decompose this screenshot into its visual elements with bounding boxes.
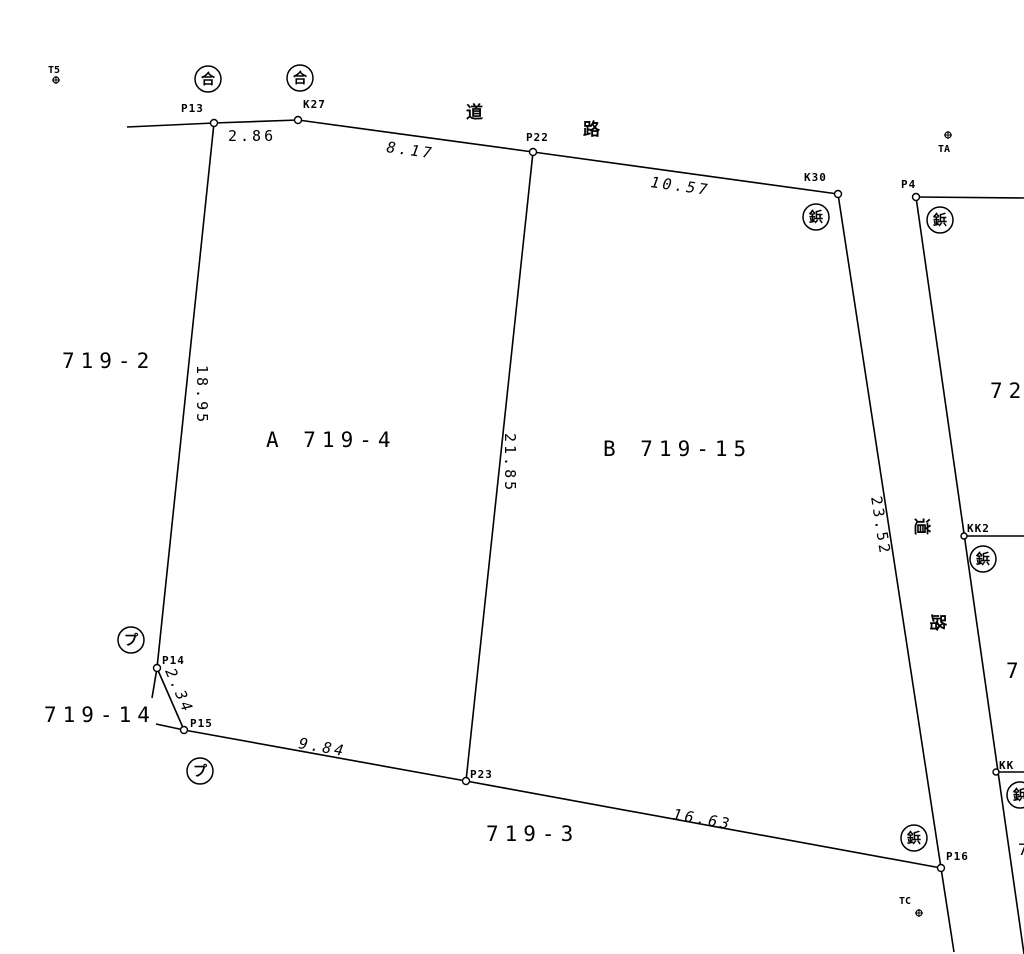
svg-text:鋲: 鋲 — [1013, 787, 1024, 804]
lot-a-label: A 719-4 — [266, 428, 397, 452]
label-p15: P15 — [190, 717, 213, 730]
benchmark-ta-label: TA — [938, 144, 950, 155]
boundary-p13-p14 — [156, 122, 215, 669]
label-kk: KK — [999, 759, 1014, 772]
dimension-p23-p16: 16.63 — [671, 805, 733, 833]
svg-text:合: 合 — [201, 71, 216, 88]
pu-marker-icon: プ — [117, 626, 145, 654]
road-label-top-1: 道 — [466, 102, 483, 123]
point-p14 — [152, 663, 162, 673]
point-p16 — [936, 863, 946, 873]
svg-text:合: 合 — [293, 70, 308, 87]
road-label-top-2: 路 — [583, 119, 601, 140]
go-marker-icon: 合 — [286, 64, 314, 92]
point-p4 — [911, 192, 921, 202]
point-kk — [992, 768, 1000, 776]
survey-points — [152, 115, 1000, 873]
point-kk2 — [960, 532, 968, 540]
boundary-p23-p16 — [465, 780, 942, 869]
boundary-p14-p15 — [156, 667, 185, 731]
boundary-p22-p23 — [465, 151, 534, 782]
kou-marker-icon: 鋲 — [969, 545, 997, 573]
dimension-k30-p16: 23.52 — [867, 495, 894, 557]
svg-text:鋲: 鋲 — [809, 209, 823, 226]
lot-labels: A 719-4 B 719-15 719-2 719-14 719-3 72 7… — [44, 349, 1024, 859]
dimension-p13-p14: 18.95 — [193, 365, 211, 425]
road-edge-east — [915, 196, 1024, 954]
road-label-east-2: 路 — [927, 614, 948, 632]
boundary-p14-tick — [151, 667, 158, 699]
boundary-p13-k27 — [213, 119, 299, 124]
label-k27: K27 — [303, 98, 326, 111]
road-edge-south — [940, 867, 955, 953]
dimension-p15-p23: 9.84 — [297, 734, 348, 760]
svg-text:プ: プ — [193, 764, 208, 780]
boundary-markers: 合 合 鋲 鋲 鋲 鋲 鋲 プ — [117, 64, 1024, 852]
label-p16: P16 — [946, 850, 969, 863]
svg-text:鋲: 鋲 — [976, 551, 990, 568]
lot-right-mid-label: 7 — [1006, 659, 1024, 683]
dimensions: 2.86 8.17 10.57 18.95 21.85 23.52 2.34 9… — [161, 127, 894, 833]
lot-719-2-label: 719-2 — [62, 349, 155, 373]
boundary-k27-p22 — [297, 119, 534, 153]
road-label-east-1: 道 — [911, 518, 932, 535]
dimension-p22-p23: 21.85 — [501, 433, 519, 493]
benchmark-t5-icon — [52, 76, 60, 84]
point-labels: P13 K27 P22 K30 P4 KK2 KK P14 P15 P23 P1… — [162, 98, 1014, 863]
go-marker-icon: 合 — [194, 65, 222, 93]
dimension-p13-k27: 2.86 — [228, 127, 276, 145]
kou-marker-icon: 鋲 — [900, 824, 928, 852]
kou-marker-icon: 鋲 — [1006, 781, 1024, 809]
label-p14: P14 — [162, 654, 185, 667]
boundary-p4-east — [915, 196, 1024, 199]
lot-719-3-label: 719-3 — [486, 822, 579, 846]
lot-right-top-label: 72 — [990, 379, 1024, 403]
benchmark-tc-label: TC — [899, 896, 911, 907]
kou-marker-icon: 鋲 — [802, 203, 830, 231]
point-p13 — [209, 118, 219, 128]
point-p23 — [461, 776, 471, 786]
benchmark-ta-icon — [944, 131, 952, 139]
svg-text:鋲: 鋲 — [907, 830, 921, 847]
kou-marker-icon: 鋲 — [926, 206, 954, 234]
dimension-k27-p22: 8.17 — [385, 138, 435, 162]
benchmark-tc-icon — [915, 909, 923, 917]
label-p22: P22 — [526, 131, 549, 144]
point-p22 — [528, 147, 538, 157]
label-kk2: KK2 — [967, 522, 990, 535]
svg-text:鋲: 鋲 — [933, 212, 947, 229]
lot-right-bottom-label: 7 — [1018, 840, 1024, 859]
road-line-west — [126, 122, 215, 128]
label-p4: P4 — [901, 178, 916, 191]
point-p15 — [179, 725, 189, 735]
benchmarks: T5 TA TC — [48, 65, 952, 917]
boundary-p15-p23 — [183, 729, 467, 782]
label-p13: P13 — [181, 102, 204, 115]
boundary-p22-k30 — [532, 151, 839, 195]
label-k30: K30 — [804, 171, 827, 184]
pu-marker-icon: プ — [186, 757, 214, 785]
lot-719-14-label: 719-14 — [44, 703, 156, 727]
svg-text:プ: プ — [124, 633, 139, 649]
boundary-k30-p16 — [837, 193, 942, 869]
road-labels: 道 路 道 路 — [466, 102, 948, 632]
point-k30 — [833, 189, 843, 199]
dimension-p22-k30: 10.57 — [649, 173, 711, 199]
lot-b-label: B 719-15 — [603, 437, 752, 461]
boundary-lines — [126, 119, 1024, 954]
label-p23: P23 — [470, 768, 493, 781]
benchmark-t5-label: T5 — [48, 65, 60, 76]
point-k27 — [293, 115, 303, 125]
boundary-719-14-tick — [155, 723, 185, 731]
